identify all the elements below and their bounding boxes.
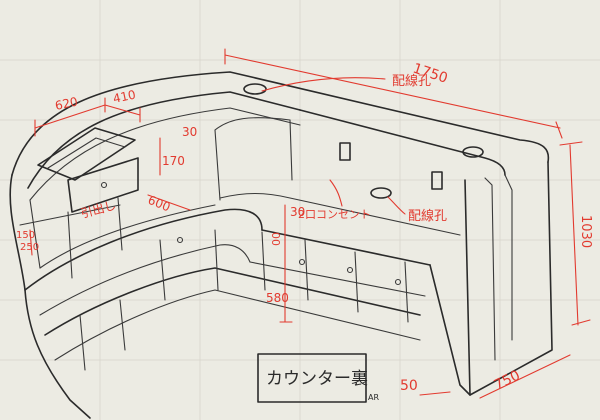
dim-inner-small: 00: [269, 232, 282, 246]
wiring-hole-1-icon: [243, 83, 267, 95]
title-mark: AR: [368, 393, 379, 402]
dim-shelf-170: 170: [162, 154, 185, 168]
dimension-lines: [29, 48, 591, 399]
wiring-hole-3-icon: [462, 146, 484, 158]
back-panel-fixtures: [243, 83, 484, 199]
dim-shelf-upper: 30: [182, 125, 197, 139]
title-box: カウンター裏 AR: [257, 353, 379, 403]
dim-bottom-offset: 50: [400, 378, 418, 394]
dim-shelf-lower: 30: [290, 205, 305, 219]
outlet-left-icon: [339, 142, 351, 161]
outlet-right-icon: [431, 171, 443, 190]
label-wiring-hole-2: 配線孔: [408, 208, 447, 224]
label-wiring-hole-1: 配線孔: [392, 73, 431, 89]
title-text: カウンター裏: [266, 368, 368, 389]
dim-drawer-width: 620: [54, 94, 79, 112]
dim-height: 1030: [578, 215, 593, 248]
dim-right-depth: 750: [492, 367, 523, 393]
dim-left-side-2: 250: [20, 242, 39, 253]
wiring-hole-2-icon: [370, 187, 392, 199]
label-drawer: 引出し: [79, 198, 117, 221]
dim-left-side: 150: [16, 230, 35, 241]
dim-counter-depth: 600: [146, 193, 172, 215]
counter-outline: [9, 71, 553, 419]
drawer-unit: [37, 127, 139, 279]
dim-drawer-gap: 410: [112, 87, 137, 105]
label-outlet: 2口コンセント: [298, 208, 371, 221]
dim-inner-height: 580: [266, 291, 289, 305]
inner-shelves: [19, 117, 461, 371]
